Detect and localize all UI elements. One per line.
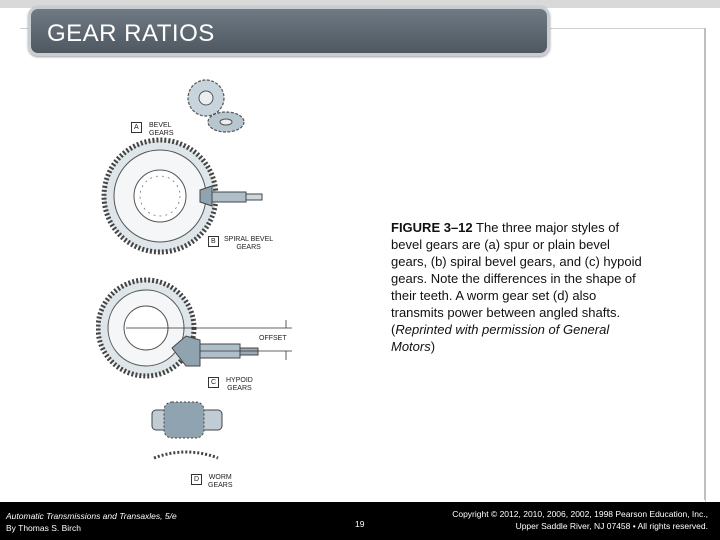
worm-gears-drawing xyxy=(151,401,223,460)
caption-end: ) xyxy=(430,339,436,354)
slide-title: GEAR RATIOS xyxy=(47,20,215,47)
label-a: A xyxy=(131,122,142,133)
figure-caption: FIGURE 3–12 The three major styles of be… xyxy=(391,219,643,355)
bevel-gears-drawing xyxy=(187,79,245,133)
title-banner: GEAR RATIOS xyxy=(28,6,550,56)
label-a-text: BEVEL GEARS xyxy=(149,122,174,137)
label-c-text: HYPOID GEARS xyxy=(226,377,253,392)
caption-body: The three major styles of bevel gears ar… xyxy=(391,220,642,337)
figure-number: FIGURE 3–12 xyxy=(391,220,473,235)
footer-bar: Automatic Transmissions and Transaxles, … xyxy=(0,502,720,540)
copyright-line-1: Copyright © 2012, 2010, 2006, 2002, 1998… xyxy=(452,509,708,519)
gear-figure: A BEVEL GEARS B SPIRAL BEVEL GEARS OFFSE… xyxy=(95,60,296,500)
label-d-text: WORM GEARS xyxy=(208,474,233,489)
caption-credit: Reprinted with permission of General Mot… xyxy=(391,322,610,354)
gear-illustration xyxy=(95,79,292,460)
offset-label: OFFSET xyxy=(259,335,287,342)
label-c: C xyxy=(208,377,220,388)
book-title: Automatic Transmissions and Transaxles, … xyxy=(6,511,177,521)
copyright-info: Copyright © 2012, 2010, 2006, 2002, 1998… xyxy=(452,508,708,532)
label-b-text: SPIRAL BEVEL GEARS xyxy=(224,236,274,251)
book-author: By Thomas S. Birch xyxy=(6,523,81,533)
label-d: D xyxy=(191,474,203,485)
label-b: B xyxy=(208,236,219,247)
slide-frame-right-edge xyxy=(704,28,706,500)
copyright-line-2: Upper Saddle River, NJ 07458 • All right… xyxy=(515,521,708,531)
book-info: Automatic Transmissions and Transaxles, … xyxy=(6,510,177,534)
hypoid-gears-drawing xyxy=(95,277,292,379)
spiral-bevel-gears-drawing xyxy=(101,137,263,255)
top-frame-bar xyxy=(0,0,720,8)
page-number: 19 xyxy=(355,519,365,529)
